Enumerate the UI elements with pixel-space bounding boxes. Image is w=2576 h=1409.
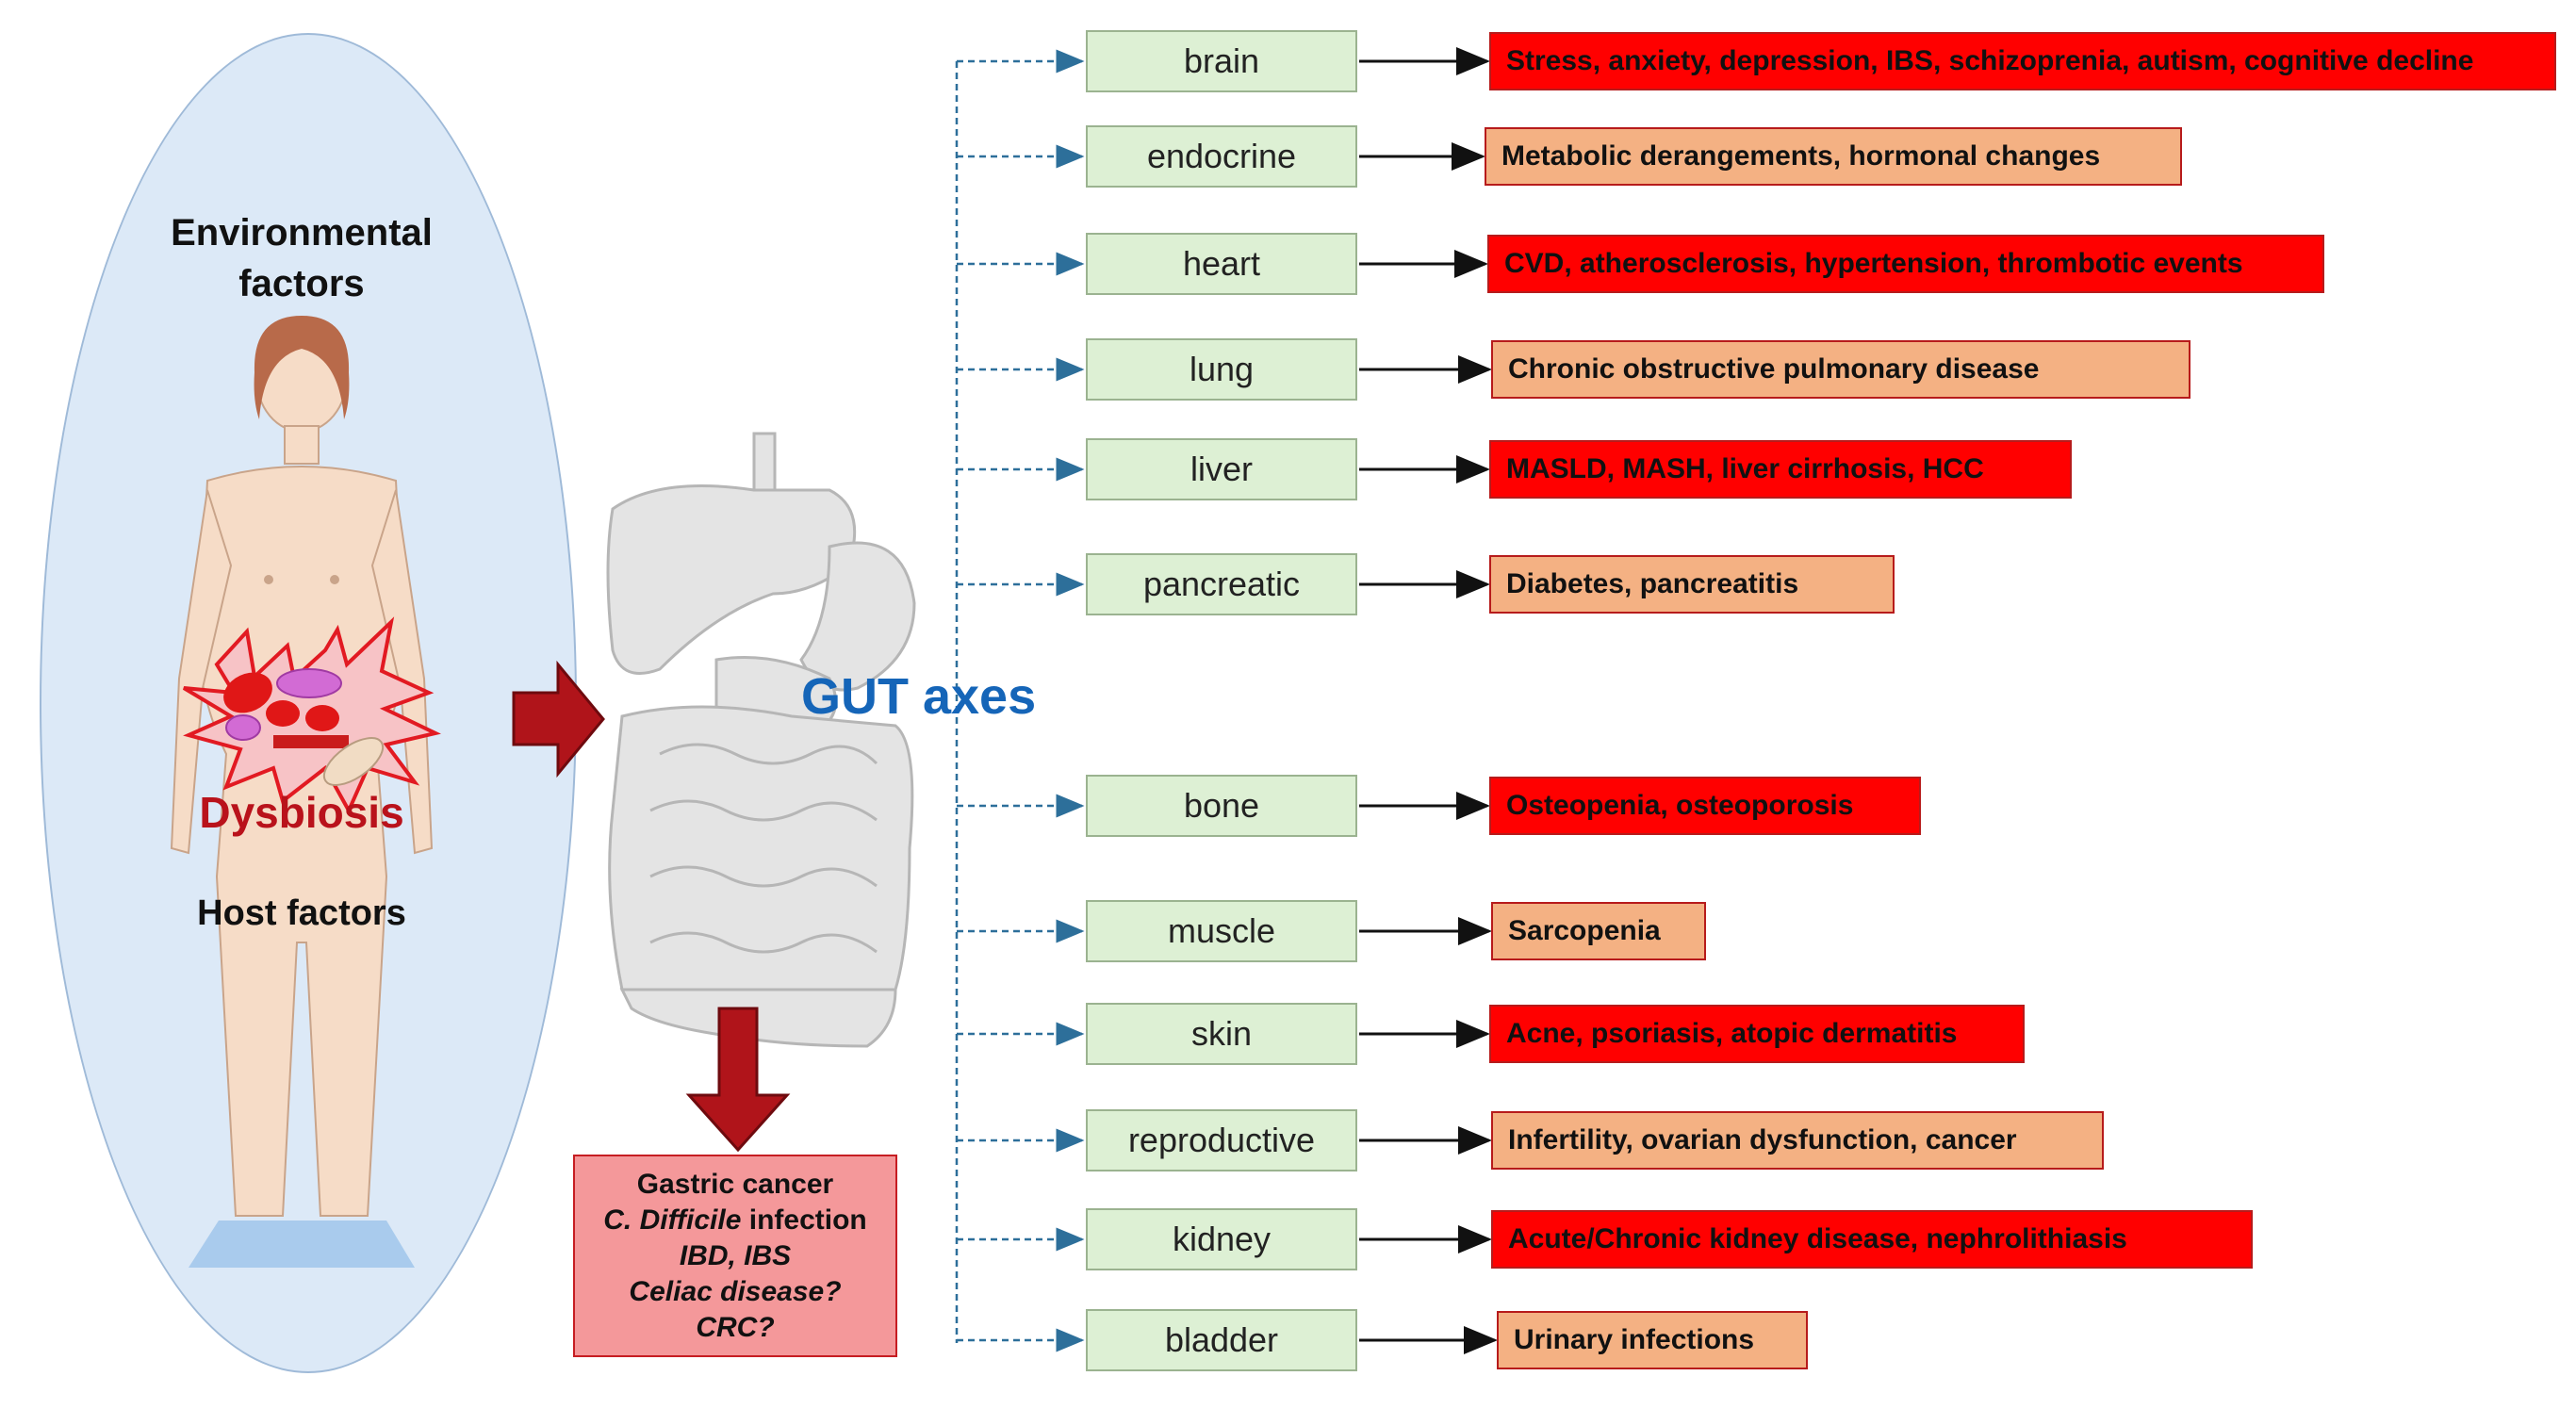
- axis-box-skin: skin: [1086, 1003, 1357, 1065]
- gastro-disease-line: Gastric cancer: [637, 1167, 833, 1203]
- axis-box-heart: heart: [1086, 233, 1357, 295]
- effect-box-heart: CVD, atherosclerosis, hypertension, thro…: [1487, 235, 2324, 293]
- environmental-factors-label: Environmental factors: [171, 212, 433, 304]
- arrow-right-icon: [512, 660, 605, 778]
- axis-box-bone: bone: [1086, 775, 1357, 837]
- gastro-disease-line: Celiac disease?: [629, 1274, 841, 1310]
- gastro-disease-text: CRC?: [696, 1311, 775, 1343]
- axis-box-pancreatic: pancreatic: [1086, 553, 1357, 615]
- axis-box-reproductive: reproductive: [1086, 1109, 1357, 1171]
- axis-box-endocrine: endocrine: [1086, 125, 1357, 188]
- effect-box-lung: Chronic obstructive pulmonary disease: [1491, 340, 2190, 399]
- dysbiosis-starburst-icon: [182, 616, 441, 815]
- gastro-disease-line: IBD, IBS: [680, 1238, 791, 1274]
- axis-box-muscle: muscle: [1086, 900, 1357, 962]
- axis-box-kidney: kidney: [1086, 1208, 1357, 1270]
- effect-box-skin: Acne, psoriasis, atopic dermatitis: [1489, 1005, 2025, 1063]
- gut-axes-title: GUT axes: [801, 668, 1037, 725]
- effect-box-muscle: Sarcopenia: [1491, 902, 1706, 960]
- effect-box-pancreatic: Diabetes, pancreatitis: [1489, 555, 1895, 614]
- gastro-disease-text: Celiac disease?: [629, 1275, 842, 1307]
- digestive-system-icon: [606, 432, 916, 1048]
- axis-box-bladder: bladder: [1086, 1309, 1357, 1371]
- gastro-disease-text: C. Difficile: [603, 1204, 742, 1236]
- effect-box-reproductive: Infertility, ovarian dysfunction, cancer: [1491, 1111, 2104, 1170]
- axis-box-liver: liver: [1086, 438, 1357, 500]
- gastro-disease-line: C. Difficile infection: [603, 1203, 867, 1238]
- arrow-down-icon: [685, 1007, 791, 1153]
- axis-box-brain: brain: [1086, 30, 1357, 92]
- host-factors-label: Host factors: [197, 893, 406, 933]
- dysbiosis-label: Dysbiosis: [199, 788, 404, 837]
- effect-box-kidney: Acute/Chronic kidney disease, nephrolith…: [1491, 1210, 2253, 1269]
- effect-box-liver: MASLD, MASH, liver cirrhosis, HCC: [1489, 440, 2072, 499]
- gastro-disease-line: CRC?: [696, 1310, 774, 1346]
- effect-box-brain: Stress, anxiety, depression, IBS, schizo…: [1489, 32, 2556, 90]
- effect-box-bladder: Urinary infections: [1497, 1311, 1808, 1369]
- gastro-disease-suffix: infection: [741, 1204, 867, 1236]
- axis-box-lung: lung: [1086, 338, 1357, 401]
- gastro-disease-text: IBD, IBS: [679, 1239, 792, 1271]
- effect-box-bone: Osteopenia, osteoporosis: [1489, 777, 1921, 835]
- gastro-disease-text: Gastric cancer: [636, 1168, 834, 1200]
- effect-box-endocrine: Metabolic derangements, hormonal changes: [1485, 127, 2182, 186]
